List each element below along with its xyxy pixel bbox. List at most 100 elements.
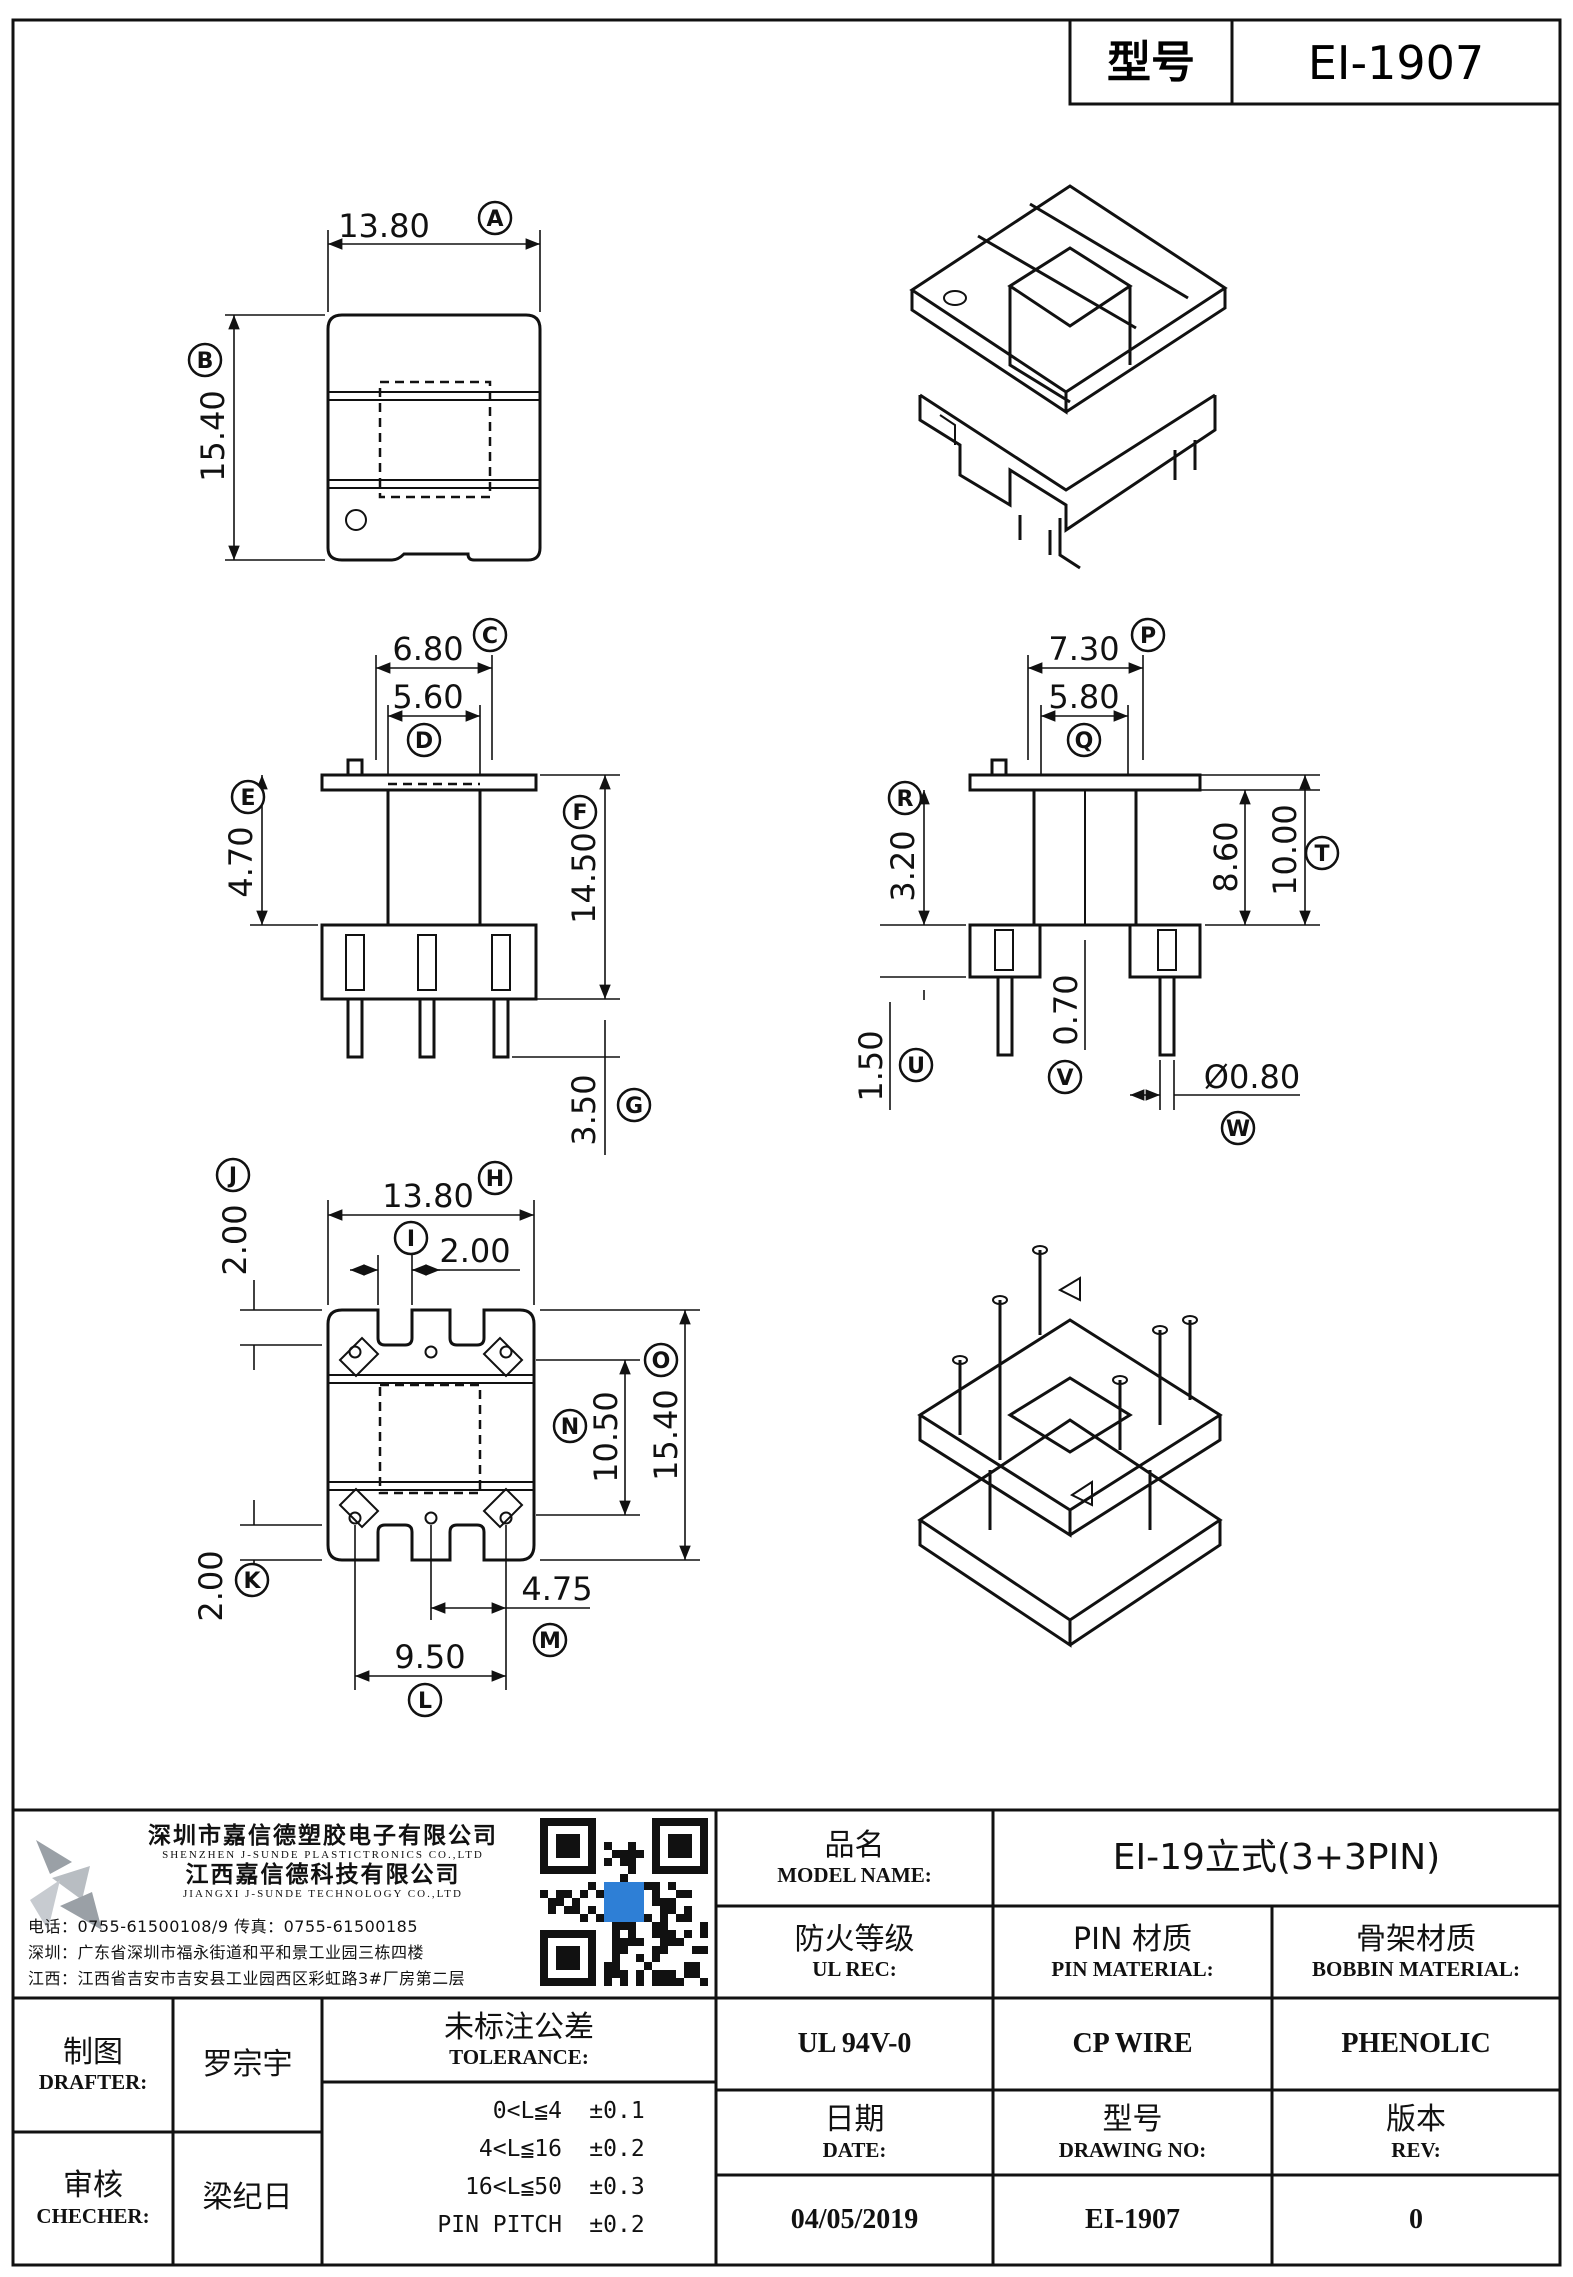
drafter-label-en: DRAFTER: bbox=[38, 2070, 148, 2095]
svg-text:C: C bbox=[482, 624, 498, 649]
tolerance-row-1-value: ±0.1 bbox=[589, 2097, 645, 2124]
dim-letter-T: T bbox=[1304, 835, 1340, 871]
dimension-letters: A B C D E F G P Q R T U V W H I J O N K M L bbox=[187, 200, 1340, 1718]
tolerance-row-4-value: ±0.2 bbox=[589, 2211, 645, 2238]
ul-label-cn: 防火等级 bbox=[794, 1921, 915, 1957]
date-label-en: DATE: bbox=[822, 2137, 887, 2162]
dim-letter-C: C bbox=[472, 617, 508, 653]
date-label-cn: 日期 bbox=[824, 2102, 885, 2138]
dim-G-value: 3.50 bbox=[565, 1074, 603, 1145]
model-name-label: 品名 MODEL NAME: bbox=[716, 1810, 993, 1906]
tolerance-table: 0<L≦4 ±0.1 4<L≦16 ±0.2 16<L≦50 ±0.3 PIN … bbox=[322, 2088, 716, 2264]
bobbin-material-label-cn: 骨架材质 bbox=[1356, 1921, 1476, 1957]
dim-H-value: 13.80 bbox=[382, 1177, 474, 1215]
drawing-no-label-en: DRAWING NO: bbox=[1058, 2137, 1207, 2162]
company-logo bbox=[30, 1840, 102, 1930]
tolerance-row-2-range: 4<L≦16 bbox=[478, 2135, 562, 2162]
svg-text:W: W bbox=[1226, 1117, 1250, 1142]
dim-P-value: 7.30 bbox=[1048, 630, 1119, 668]
drawing-no-label: 型号 DRAWING NO: bbox=[993, 2090, 1272, 2175]
svg-text:L: L bbox=[418, 1689, 432, 1714]
tolerance-row-3-value: ±0.3 bbox=[589, 2173, 645, 2200]
dim-W-value: Ø0.80 bbox=[1204, 1058, 1300, 1096]
drawing-no-value: EI-1907 bbox=[1085, 2203, 1180, 2235]
svg-text:P: P bbox=[1140, 624, 1156, 649]
dim-letter-B: B bbox=[187, 342, 223, 378]
dim-letter-H: H bbox=[477, 1160, 513, 1196]
svg-text:Q: Q bbox=[1075, 729, 1094, 754]
checker-label-cn: 审核 bbox=[63, 2168, 123, 2204]
dim-letter-K: K bbox=[234, 1562, 270, 1598]
svg-text:U: U bbox=[907, 1054, 925, 1079]
dim-D-value: 5.60 bbox=[392, 678, 463, 716]
model-name-label-en: MODEL NAME: bbox=[777, 1863, 932, 1888]
header-model-label: 型号 bbox=[1107, 37, 1195, 88]
svg-text:M: M bbox=[539, 1629, 561, 1654]
dim-V-value: 0.70 bbox=[1047, 974, 1085, 1045]
dim-O-value: 15.40 bbox=[647, 1389, 685, 1481]
company-name-en-1: SHENZHEN J-SUNDE PLASTICTRONICS CO.,LTD bbox=[162, 1849, 484, 1862]
dim-letter-V: V bbox=[1047, 1059, 1083, 1095]
pin-material-label: PIN 材质 PIN MATERIAL: bbox=[993, 1906, 1272, 1998]
pin-material-label-en: PIN MATERIAL: bbox=[1051, 1957, 1214, 1982]
dim-B-value: 15.40 bbox=[194, 390, 232, 482]
checker-value: 梁纪日 bbox=[202, 2180, 293, 2216]
dim-letter-N: N bbox=[552, 1408, 588, 1444]
dim-letter-W: W bbox=[1220, 1110, 1256, 1146]
dim-letter-R: R bbox=[887, 780, 923, 816]
svg-text:J: J bbox=[227, 1164, 237, 1189]
tolerance-label-en: TOLERANCE: bbox=[449, 2045, 589, 2070]
tolerance-row-4-range: PIN PITCH bbox=[437, 2211, 562, 2238]
model-name-label-cn: 品名 bbox=[824, 1827, 885, 1863]
tolerance-label-cn: 未标注公差 bbox=[444, 2009, 594, 2045]
svg-text:K: K bbox=[243, 1569, 261, 1594]
border-frame bbox=[11, 18, 1562, 2267]
svg-text:F: F bbox=[572, 801, 587, 826]
model-name-value: EI-19立式(3+3PIN) bbox=[1112, 1837, 1441, 1879]
company-block: 深圳市嘉信德塑胶电子有限公司 SHENZHEN J-SUNDE PLASTICT… bbox=[108, 1816, 538, 1908]
top-view bbox=[225, 230, 542, 562]
svg-text:E: E bbox=[240, 786, 255, 811]
dim-letter-F: F bbox=[562, 794, 598, 830]
dim-E-value: 4.70 bbox=[222, 826, 260, 897]
tolerance-label: 未标注公差 TOLERANCE: bbox=[322, 1998, 716, 2082]
drawing-no-label-cn: 型号 bbox=[1102, 2102, 1163, 2138]
company-name-cn-1: 深圳市嘉信德塑胶电子有限公司 bbox=[148, 1822, 498, 1849]
dim-L-value: 9.50 bbox=[394, 1638, 465, 1676]
dim-K-value: 2.00 bbox=[192, 1550, 230, 1621]
dim-F-value: 14.50 bbox=[565, 832, 603, 924]
dim-Q-value: 5.80 bbox=[1048, 678, 1119, 716]
dim-J-value: 2.00 bbox=[216, 1204, 254, 1275]
dim-letter-M: M bbox=[532, 1622, 568, 1658]
dim-letter-Q: Q bbox=[1066, 722, 1102, 758]
side-view bbox=[880, 655, 1320, 1110]
svg-text:T: T bbox=[1314, 842, 1329, 867]
company-contact-phone: 电话：0755-61500108/9 传真：0755-61500185 bbox=[28, 1916, 419, 1936]
company-contact-jiangxi: 江西：江西省吉安市吉安县工业园西区彩虹路3#厂房第二层 bbox=[28, 1968, 466, 1988]
svg-text:R: R bbox=[897, 787, 914, 812]
front-view bbox=[250, 655, 620, 1155]
dim-I-value: 2.00 bbox=[439, 1232, 510, 1270]
svg-text:N: N bbox=[561, 1415, 579, 1440]
dim-letter-P: P bbox=[1130, 617, 1166, 653]
ul-value: UL 94V-0 bbox=[797, 2027, 912, 2059]
dim-T-value: 10.00 bbox=[1266, 804, 1304, 896]
dim-letter-O: O bbox=[643, 1342, 679, 1378]
svg-text:D: D bbox=[415, 729, 433, 754]
svg-text:G: G bbox=[625, 1094, 643, 1119]
dim-U-value: 1.50 bbox=[852, 1030, 890, 1101]
dimension-values: 13.80 15.40 6.80 5.60 4.70 14.50 3.50 7.… bbox=[192, 207, 1304, 1676]
date-value: 04/05/2019 bbox=[790, 2203, 919, 2235]
svg-text:A: A bbox=[486, 207, 503, 232]
dim-letter-D: D bbox=[406, 722, 442, 758]
drafter-value: 罗宗宇 bbox=[202, 2046, 293, 2082]
title-block-grid bbox=[13, 1808, 1560, 2265]
svg-text:I: I bbox=[407, 1227, 415, 1252]
dim-C-value: 6.80 bbox=[392, 630, 463, 668]
isometric-view-bottom bbox=[917, 1245, 1223, 1648]
dim-T-inner-value: 8.60 bbox=[1207, 821, 1245, 892]
header-model-value: EI-1907 bbox=[1308, 36, 1484, 90]
dim-N-value: 10.50 bbox=[587, 1391, 625, 1483]
date-label: 日期 DATE: bbox=[716, 2090, 993, 2175]
rev-label-en: REV: bbox=[1391, 2137, 1441, 2162]
